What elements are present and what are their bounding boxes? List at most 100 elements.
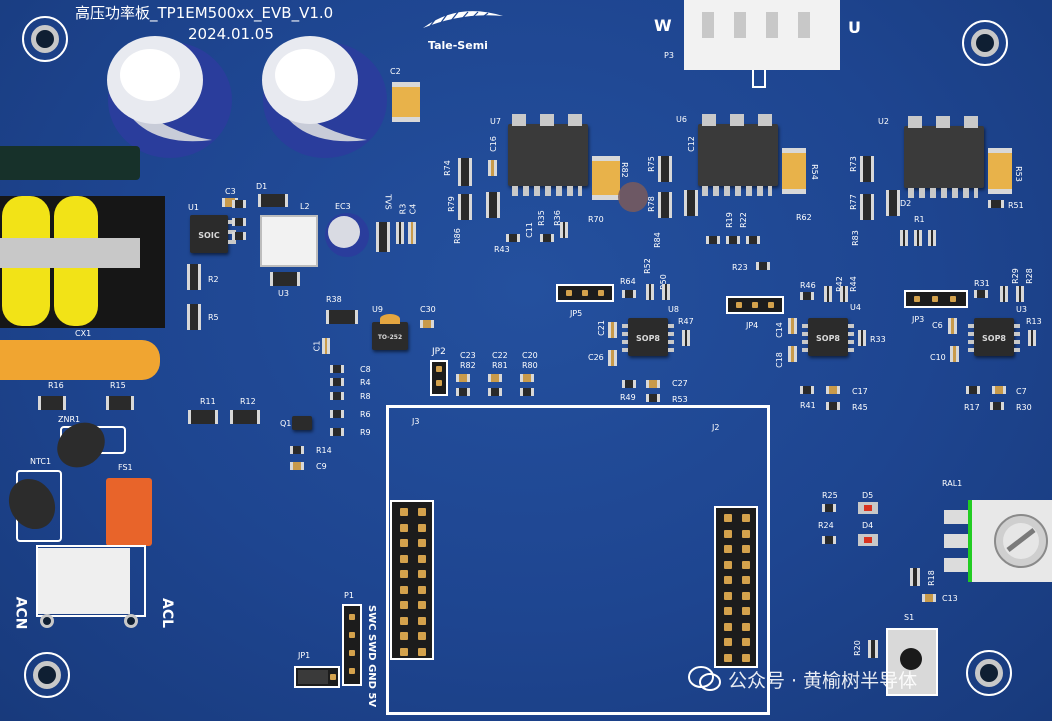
designator: TVS [383,194,393,210]
designator: JP3 [912,315,925,324]
pin-header-j2[interactable] [714,506,758,668]
ic-pin [848,324,854,352]
power-ic-u6 [698,124,778,186]
designator: R74 [442,160,452,176]
tvs-diode [376,222,390,252]
smd-resistor [990,402,1004,410]
designator: Q1 [280,419,292,428]
smd-resistor [860,156,874,182]
smd-resistor [38,396,66,410]
smd-resistor [188,410,218,424]
designator: D5 [862,491,874,500]
smd-resistor [506,234,520,242]
push-button-s1[interactable] [886,628,938,696]
designator: R84 [652,232,662,248]
board-title: 高压功率板_TP1EM500xx_EVB_V1.0 [75,4,334,22]
designator: C22 [492,351,508,360]
designator: R29 [1010,268,1020,284]
smd-resistor [232,200,246,208]
smd-resistor [458,194,472,220]
mounting-hole [31,25,59,53]
smd-capacitor [520,374,534,382]
designator: R5 [208,313,219,322]
header-pin [752,302,758,308]
designator: JP2 [432,347,446,357]
ic-pin [702,186,772,196]
header-pin [418,585,426,594]
designator: C10 [930,353,946,362]
designator: R73 [848,156,858,172]
header-pin [400,539,408,547]
smd-capacitor [646,380,660,388]
designator: C30 [420,305,436,314]
smd-resistor [682,330,690,346]
smd-capacitor [788,346,797,362]
header-pin [742,653,750,662]
swd-header-p1[interactable] [342,604,362,686]
header-pin [436,366,442,372]
watermark-text: 公众号 · 黄榆树半导体 [728,670,918,692]
designator: C6 [932,321,943,330]
designator: C2 [390,67,401,76]
designator: R86 [452,228,462,244]
acn-label: ACN [12,596,29,630]
designator: FS1 [118,463,133,472]
header-pin [418,554,426,563]
mcu-board-outline [386,405,770,715]
smd-resistor [860,194,874,220]
pin-header-j3[interactable] [390,500,434,660]
smd-resistor [800,292,814,300]
mounting-hole-outline [22,16,68,62]
designator: R62 [796,213,812,222]
designator: R82 [619,162,629,178]
designator: C9 [316,462,327,471]
header-pin [418,508,426,516]
smd-resistor [270,272,300,286]
smd-resistor [187,264,201,290]
regulator-u9: TO-252 [372,322,408,350]
designator: R13 [1026,317,1042,326]
chip-marking: SOP8 [636,333,660,343]
mounting-hole [971,29,999,57]
acl-label: ACL [159,597,176,629]
smd-capacitor [408,222,416,244]
smd-capacitor [290,462,304,470]
designator: R80 [522,361,538,370]
mounting-hole-outline [966,650,1012,696]
ic-pin [228,240,236,244]
choke-core [0,238,140,268]
header-pin [724,653,732,662]
designator: C8 [360,365,371,374]
header-pin [598,290,604,296]
designator: C4 [408,203,418,215]
ic-pin [730,114,744,126]
designator: R81 [492,361,508,370]
designator: U2 [878,117,889,126]
designator: D1 [256,182,268,191]
smd-resistor [658,156,672,182]
smd-resistor [928,230,936,246]
smd-resistor [232,232,246,240]
designator: R79 [446,196,456,212]
designator: R9 [360,428,371,437]
header-pin [742,622,750,631]
smd-capacitor [420,320,434,328]
smd-resistor [974,290,988,298]
sop8-driver-u8: SOP8 [628,318,668,356]
connector-pin [702,12,714,38]
mounting-hole [33,661,61,689]
smd-capacitor [948,318,957,334]
jumper-jp2[interactable] [430,360,448,396]
header-pin [724,638,732,646]
diode [258,194,288,207]
header-pin [742,576,750,584]
smd-resistor [910,568,920,586]
designator: R51 [1008,201,1024,210]
power-ic-u2 [904,126,984,188]
sop8-driver-u4: SOP8 [808,318,848,356]
regulator-tab [380,314,400,324]
connector-key-outline [752,70,766,88]
designator: R11 [200,397,216,406]
designator: CX1 [75,329,92,338]
